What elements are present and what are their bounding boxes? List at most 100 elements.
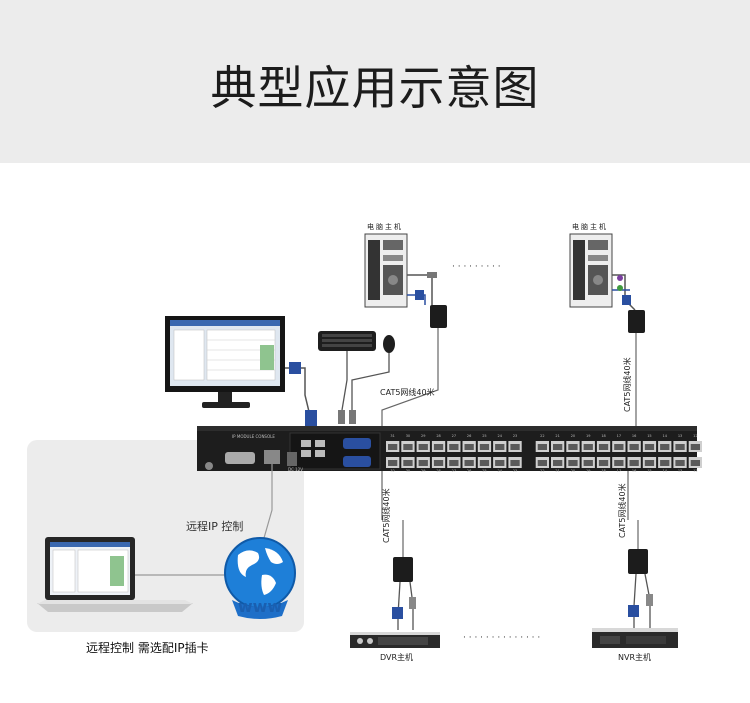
remote-ip-label: 远程IP 控制 [186,518,243,534]
rj45-port-socket [510,444,519,450]
rj45-port-socket [449,460,458,466]
port-number: 29 [421,434,425,438]
rj45-port-socket [599,444,608,450]
port-number: 29 [421,469,425,473]
port-number: 16 [632,469,636,473]
rj45-port-socket [630,444,639,450]
port-number: 20 [571,469,575,473]
port-number: 16 [632,434,636,438]
dvr-device [350,632,440,648]
rj45-port-socket [434,460,443,466]
nvr-label: NVR主机 [618,652,651,663]
port-number: 24 [498,469,503,473]
rj45-port-socket [449,444,458,450]
dvr-label: DVR主机 [380,652,413,663]
port-number: 13 [678,469,682,473]
port-number: 26 [467,469,471,473]
cat5-label-nvr: CAT5网线40米 [617,483,628,538]
port-number: 31 [390,434,394,438]
pc-tower-left [365,234,407,307]
pc-right-label: 电脑主机 [572,222,608,232]
rj45-port-socket [660,444,669,450]
rj45-port-socket [480,460,489,466]
cat5-label-pc-right: CAT5网线40米 [622,357,633,412]
port-number: 32 [390,469,394,473]
port-number: 27 [452,469,456,473]
port-number: 22 [540,434,544,438]
port-number: 27 [452,434,456,438]
rj45-port-socket [495,444,504,450]
kvm-module-label: IP MODULE CONSOLE [232,434,275,439]
rj45-port-socket [465,444,474,450]
rj45-port-socket [675,460,684,466]
rj45-port-socket [568,444,577,450]
rj45-port-socket [553,444,562,450]
rj45-port-socket [599,460,608,466]
rj45-port-socket [403,444,412,450]
rj45-port-socket [480,444,489,450]
nvr-device [592,628,678,648]
port-number: 12 [693,469,697,473]
extender-adapter-left [430,305,447,328]
port-number: 30 [406,469,410,473]
port-number: 13 [678,434,682,438]
port-number: 26 [467,434,471,438]
rj45-port-socket [434,444,443,450]
rj45-port-socket [691,444,700,450]
cat5-label-dvr: CAT5网线40米 [381,488,392,543]
rj45-port-socket [388,460,397,466]
rj45-port-socket [584,460,593,466]
port-number: 25 [482,434,486,438]
port-number: 22 [540,469,544,473]
port-number: 14 [663,434,668,438]
extender-adapter-dvr [393,557,413,582]
bottom-ellipsis: · · · · · · · · · · · · · · [463,633,540,643]
rj45-port-socket [419,460,428,466]
rj45-port-socket [419,444,428,450]
port-number: 14 [663,469,668,473]
port-number: 20 [571,434,575,438]
port-number: 18 [601,469,605,473]
port-number: 24 [498,434,503,438]
rj45-port-socket [614,444,623,450]
rj45-port-socket [675,444,684,450]
port-number: 15 [647,434,651,438]
rj45-port-socket [584,444,593,450]
port-number: 21 [555,469,559,473]
port-number: 19 [586,434,590,438]
globe-www-label: www [238,597,283,616]
rj45-port-socket [403,460,412,466]
port-number: 18 [601,434,605,438]
rj45-port-socket [630,460,639,466]
port-number: 17 [617,434,621,438]
port-number: 28 [436,469,440,473]
rj45-port-socket [614,460,623,466]
mouse [383,335,395,353]
pc-ellipsis: · · · · · · · · · [452,262,501,272]
rj45-port-socket [465,460,474,466]
rj45-port-socket [645,444,654,450]
rj45-port-socket [691,460,700,466]
rj45-port-socket [388,444,397,450]
kvm-dc-label: DC 12V [288,467,303,472]
monitor [165,316,285,408]
port-number: 23 [513,469,517,473]
cat5-label-pc-left: CAT5网线40米 [380,387,435,398]
port-number: 19 [586,469,590,473]
rj45-port-socket [538,444,547,450]
rj45-port-socket [645,460,654,466]
port-number: 30 [406,434,410,438]
rj45-port-socket [495,460,504,466]
port-number: 12 [693,434,697,438]
port-number: 15 [647,469,651,473]
port-number: 28 [436,434,440,438]
keyboard [318,331,376,351]
rj45-port-socket [568,460,577,466]
pc-tower-right [570,234,612,307]
remote-caption: 远程控制 需选配IP插卡 [86,639,209,656]
extender-adapter-nvr [628,549,648,574]
rj45-port-socket [510,460,519,466]
port-number: 21 [555,434,559,438]
port-number: 17 [617,469,621,473]
